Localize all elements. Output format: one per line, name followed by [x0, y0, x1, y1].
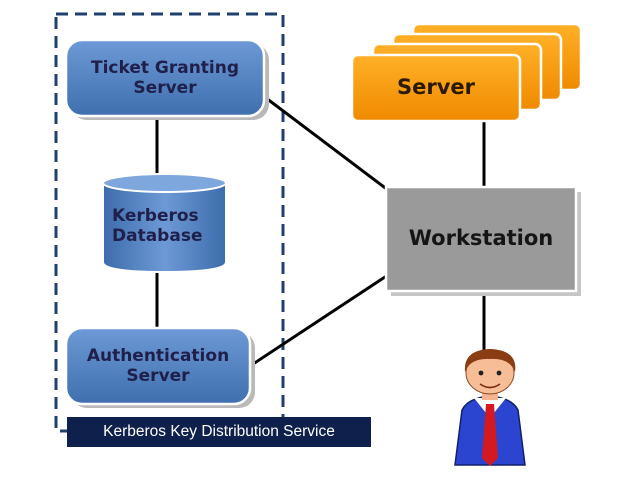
server-label: Server [396, 75, 475, 100]
database-cylinder-icon [102, 173, 227, 274]
user-figure-icon [454, 349, 526, 466]
workstation-label: Workstation [408, 226, 554, 251]
server-card-front [350, 53, 522, 123]
workstation-box [384, 185, 578, 293]
tgs-box [64, 38, 266, 118]
authentication-server-label: Authentication Server [86, 345, 230, 386]
as-box [64, 326, 252, 406]
kdc-caption: Kerberos Key Distribution Service [67, 417, 371, 447]
connector-as-workstation [249, 273, 389, 368]
connector-tgs-workstation [261, 93, 389, 192]
kerberos-database-label: Kerberos Database [112, 205, 203, 246]
tgs-label: Ticket Granting Server [90, 57, 240, 98]
